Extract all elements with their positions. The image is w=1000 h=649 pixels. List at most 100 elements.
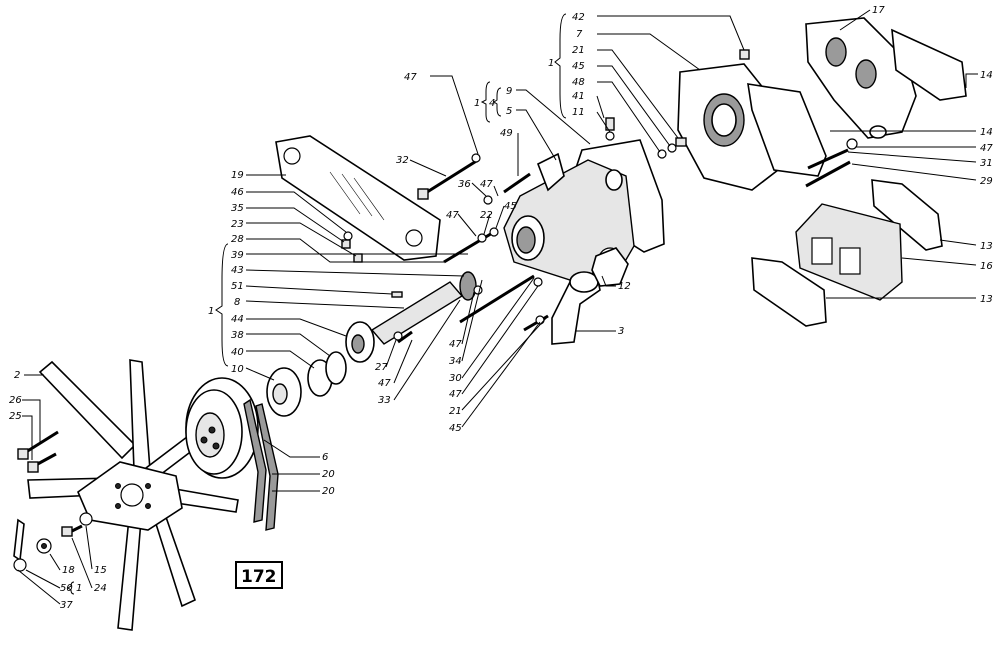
- callout-3: 3: [618, 326, 624, 337]
- callout-47: 47: [480, 179, 493, 190]
- figure-number-badge: 172: [235, 561, 283, 589]
- leader-17: [839, 9, 871, 31]
- bracket-19: [275, 135, 441, 261]
- fan-hub-bolt: [115, 503, 121, 509]
- bearing-44-inner: [351, 334, 365, 354]
- leader-32: [409, 159, 447, 177]
- brace-1c: [215, 243, 229, 367]
- callout-22: 22: [480, 210, 493, 221]
- ring-38: [325, 351, 347, 385]
- callout-47: 47: [378, 378, 391, 389]
- leader-26: [22, 399, 41, 442]
- pin-51: [391, 291, 403, 298]
- callout-24: 24: [94, 583, 107, 594]
- callout-39: 39: [231, 250, 244, 261]
- leader-46: [246, 191, 347, 233]
- nut-35: [341, 239, 351, 249]
- bolt-24: [71, 524, 83, 533]
- shaft-parts: [266, 271, 477, 417]
- pump-outlet: [605, 169, 623, 191]
- bolt-32-head: [417, 188, 429, 200]
- bracket-plate: [275, 135, 441, 261]
- callout-1: 1: [76, 583, 82, 594]
- leader-38: [246, 333, 331, 357]
- callout-26: 26: [9, 395, 22, 406]
- callout-47: 47: [404, 72, 417, 83]
- callout-labels: 42 7 21 45 48 41 11 1 17 14 14 47 31 29 …: [9, 5, 993, 611]
- leader-37: [17, 569, 61, 605]
- callout-37: 37: [60, 600, 73, 611]
- washer-45: [489, 227, 499, 237]
- brace-1d: [67, 581, 75, 595]
- callout-8: 8: [234, 297, 240, 308]
- elbow-3: [551, 247, 629, 345]
- callout-5: 5: [506, 106, 512, 117]
- brace-1b: [480, 81, 491, 123]
- callout-45: 45: [504, 201, 517, 212]
- callout-1: 1: [208, 306, 214, 317]
- bolts-31-29: [805, 138, 858, 188]
- callout-50: 50: [60, 583, 73, 594]
- gasket-13-upper: [871, 179, 943, 251]
- bracket-hatch: [341, 173, 373, 217]
- callout-44: 44: [231, 314, 244, 325]
- leader-22: [483, 213, 491, 235]
- callout-17: 17: [872, 5, 885, 16]
- leader-21b: [461, 315, 549, 411]
- leader-40: [246, 350, 315, 369]
- pump-inlet-bore: [516, 226, 536, 254]
- callout-20: 20: [322, 469, 335, 480]
- washer-11: [605, 131, 615, 141]
- shaft-8: [370, 281, 464, 345]
- bracket-hole: [283, 147, 301, 165]
- bolt-33: [397, 330, 413, 344]
- bracket-hatch: [353, 177, 385, 221]
- callout-47: 47: [980, 143, 993, 154]
- pump-mount-boss: [536, 152, 565, 192]
- pulley-hub-hole: [200, 436, 208, 444]
- callout-27: 27: [375, 362, 388, 373]
- callout-9: 9: [506, 86, 512, 97]
- leader-12: [601, 275, 616, 287]
- brace-1a: [554, 13, 567, 119]
- stud-41: [605, 117, 615, 131]
- leader-23: [246, 222, 357, 257]
- leader-11: [596, 111, 611, 133]
- leader-15: [85, 525, 93, 570]
- callout-21: 21: [449, 406, 462, 417]
- leader-21a: [597, 49, 679, 139]
- leader-43: [245, 269, 465, 277]
- leader-18: [49, 553, 61, 571]
- callout-20: 20: [322, 486, 335, 497]
- washer-22: [477, 233, 487, 243]
- cooler-port: [839, 247, 861, 275]
- hub-10-center: [272, 383, 288, 405]
- callout-16: 16: [980, 261, 993, 272]
- housing-7: [677, 63, 827, 191]
- callout-33: 33: [378, 395, 391, 406]
- figure-number-box: [235, 561, 283, 589]
- bolt-49: [503, 172, 531, 194]
- pump-body: [503, 139, 665, 281]
- leader-44: [246, 318, 347, 337]
- housing-17: [805, 17, 967, 139]
- washer-47-b: [473, 285, 483, 295]
- leader-14a: [965, 73, 978, 88]
- leader-45a: [597, 65, 671, 147]
- callout-28: 28: [231, 234, 244, 245]
- callout-45: 45: [449, 423, 462, 434]
- pulley-assembly: [185, 377, 279, 531]
- pulley-hub: [195, 412, 225, 458]
- leader-5: [516, 109, 557, 161]
- callout-47: 47: [449, 339, 462, 350]
- figure-number: 172: [241, 567, 277, 587]
- leader-47f: [461, 291, 475, 345]
- callout-18: 18: [62, 565, 75, 576]
- leader-lines: [17, 9, 978, 605]
- callout-15: 15: [94, 565, 107, 576]
- nut-50: [13, 558, 27, 572]
- pulley-hub-hole: [208, 426, 216, 434]
- callout-35: 35: [231, 203, 244, 214]
- callout-32: 32: [396, 155, 409, 166]
